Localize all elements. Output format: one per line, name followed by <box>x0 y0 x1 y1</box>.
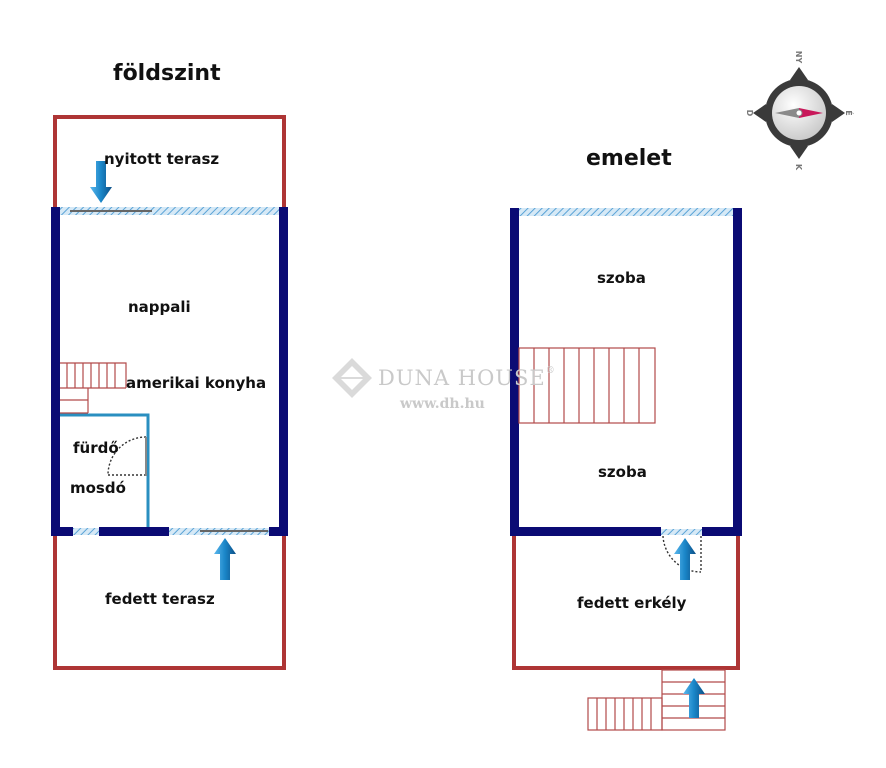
ground-floor-title: földszint <box>113 61 221 86</box>
compass-e: É <box>844 110 855 115</box>
balcony-door-swing <box>662 535 702 573</box>
stairs-arrow-icon <box>683 678 705 718</box>
watermark-name: DUNA HOUSE® <box>378 366 556 390</box>
upper-stairs <box>518 347 656 424</box>
wall-bottom-left <box>51 527 73 536</box>
wc-label: mosdó <box>70 479 126 497</box>
wall-right <box>279 207 288 536</box>
room1-label: szoba <box>597 269 646 287</box>
room2-label: szoba <box>598 463 647 481</box>
entry-arrow-bottom-icon <box>214 538 236 580</box>
compass-w: D <box>745 110 754 117</box>
upper-wall-bottom-right <box>702 527 742 536</box>
covered-terrace-label: fedett terasz <box>105 590 215 608</box>
upper-floor-title: emelet <box>586 146 672 171</box>
outdoor-stairs <box>587 669 726 731</box>
watermark-url: www.dh.hu <box>400 396 485 412</box>
compass-s: K <box>794 164 803 171</box>
bath-door-swing <box>107 436 147 476</box>
balcony-label: fedett erkély <box>577 594 687 612</box>
open-terrace-label: nyitott terasz <box>104 150 220 168</box>
upper-wall-right <box>733 208 742 536</box>
watermark-reg: ® <box>545 366 556 376</box>
open-terrace-outline <box>53 115 286 211</box>
wall-bottom-mid <box>99 527 169 536</box>
bathroom-label: fürdő <box>73 439 119 457</box>
watermark-name-text: DUNA HOUSE <box>378 366 546 390</box>
balcony-door <box>661 529 702 535</box>
ground-floor <box>51 115 288 670</box>
entry-arrow-top-icon <box>90 161 112 203</box>
balcony-arrow-icon <box>674 538 696 580</box>
upper-floor <box>510 208 742 731</box>
compass-icon: NY K D É <box>745 51 855 171</box>
watermark-logo-icon <box>332 358 372 398</box>
bath-wall <box>60 413 150 527</box>
covered-terrace-outline <box>53 531 286 670</box>
upper-top-window <box>516 208 733 216</box>
upper-wall-left <box>510 208 519 536</box>
wall-left <box>51 207 60 536</box>
balcony-outline <box>512 536 740 670</box>
upper-wall-bottom-left <box>510 527 661 536</box>
bath-window <box>73 528 99 535</box>
top-window <box>60 207 280 215</box>
kitchen-label: amerikai konyha <box>126 374 267 392</box>
living-room-label: nappali <box>128 298 191 316</box>
wall-bottom-right <box>269 527 288 536</box>
compass-n: NY <box>794 51 803 64</box>
ground-stairs <box>60 362 127 414</box>
